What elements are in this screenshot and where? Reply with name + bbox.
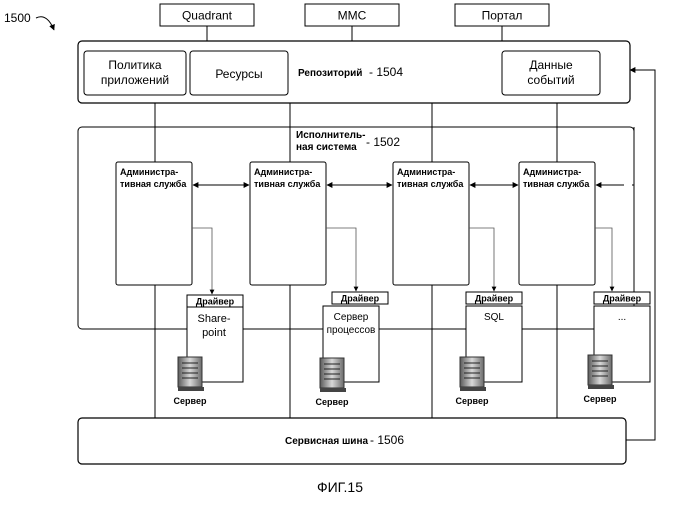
driver-label: Драйвер	[603, 294, 642, 304]
admin-label-line2: тивная служба	[397, 179, 464, 189]
admin-service-3: Администра- тивная служба	[393, 162, 469, 285]
server-label: Сервер	[174, 396, 207, 406]
resource-label-line1: Share-	[197, 313, 230, 325]
admin-to-driver-arrow	[192, 228, 212, 294]
admin-label-line1: Администра-	[397, 167, 455, 177]
server-icon: Сервер	[174, 357, 207, 406]
admin-service-4: Администра- тивная служба	[519, 162, 595, 285]
figure-caption: ФИГ.15	[317, 479, 363, 495]
repository-ref: - 1504	[369, 65, 403, 79]
admin-to-driver-arrow	[595, 228, 612, 291]
server-icon: Сервер	[316, 358, 349, 407]
events-label-line1: Данные	[529, 58, 573, 72]
driver-label: Драйвер	[341, 294, 380, 304]
resource-label-line2: point	[202, 327, 226, 339]
repository-box: Политика приложений Ресурсы Репозиторий …	[78, 41, 630, 103]
service-bus-box: Сервисная шина - 1506	[78, 418, 626, 464]
repository-label: Репозиторий	[298, 68, 362, 79]
client-portal: Портал	[455, 4, 549, 26]
admin-to-driver-arrow	[469, 228, 494, 291]
admin-label-line1: Администра-	[120, 167, 178, 177]
server-icon: Сервер	[456, 357, 489, 406]
service-bus-ref: - 1506	[370, 433, 404, 447]
execution-label-line1: Исполнитель-	[296, 130, 365, 141]
resource-label: ...	[618, 312, 626, 323]
admin-service-1: Администра- тивная служба	[116, 162, 192, 285]
admin-service-2: Администра- тивная служба	[250, 162, 326, 285]
client-quadrant: Quadrant	[160, 4, 254, 26]
policy-label-line1: Политика	[108, 58, 161, 72]
admin-to-driver-arrow	[326, 228, 356, 291]
driver-label: Драйвер	[475, 294, 514, 304]
resource-label-line1: Сервер	[334, 312, 369, 323]
execution-label-line2: ная система	[296, 142, 357, 153]
client-label: Портал	[482, 9, 523, 23]
resource-label-line2: процессов	[327, 325, 376, 336]
admin-label-line1: Администра-	[523, 167, 581, 177]
server-label: Сервер	[456, 396, 489, 406]
admin-label-line2: тивная служба	[523, 179, 590, 189]
resource-label: SQL	[484, 312, 504, 323]
server-label: Сервер	[316, 397, 349, 407]
policy-label-line2: приложений	[101, 73, 169, 87]
server-icon: Сервер	[584, 355, 617, 404]
driver-tab: Драйвер	[594, 292, 650, 304]
driver-label: Драйвер	[196, 297, 235, 307]
driver-tab: Драйвер	[332, 292, 388, 304]
execution-ref: - 1502	[366, 135, 400, 149]
admin-label-line2: тивная служба	[254, 179, 321, 189]
client-label: MMC	[338, 9, 367, 23]
server-label: Сервер	[584, 394, 617, 404]
service-bus-label: Сервисная шина	[285, 436, 368, 447]
driver-tab: Драйвер	[187, 295, 243, 307]
admin-label-line1: Администра-	[254, 167, 312, 177]
events-label-line2: событий	[527, 73, 574, 87]
driver-tab: Драйвер	[466, 292, 522, 304]
figure-number-pointer	[36, 17, 54, 30]
resources-label: Ресурсы	[215, 67, 262, 81]
bus-to-events-arrow	[626, 70, 655, 440]
figure-number: 1500	[4, 11, 31, 25]
client-mmc: MMC	[305, 4, 399, 26]
admin-label-line2: тивная служба	[120, 179, 187, 189]
client-label: Quadrant	[182, 9, 233, 23]
